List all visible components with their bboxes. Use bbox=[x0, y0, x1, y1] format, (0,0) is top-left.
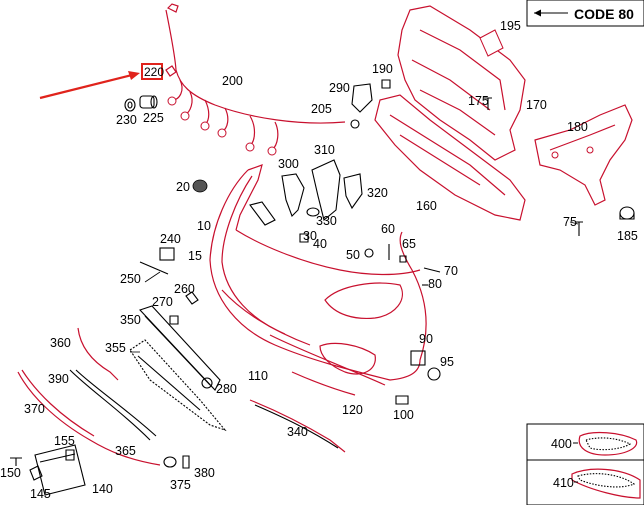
callout-390: 390 bbox=[48, 372, 69, 386]
callout-290: 290 bbox=[329, 81, 350, 95]
center-small-parts bbox=[249, 201, 441, 405]
callout-160: 160 bbox=[416, 199, 437, 213]
callout-195: 195 bbox=[500, 19, 521, 33]
callout-100: 100 bbox=[393, 408, 414, 422]
callout-65: 65 bbox=[402, 237, 416, 251]
callout-labels: 195 190 200 290 175 170 205 230 225 180 … bbox=[0, 19, 638, 501]
callout-410: 410 bbox=[553, 476, 574, 490]
callout-175: 175 bbox=[468, 94, 489, 108]
callout-330: 330 bbox=[316, 214, 337, 228]
grommet-parts bbox=[124, 95, 158, 112]
callout-30: 30 bbox=[303, 229, 317, 243]
callout-270: 270 bbox=[152, 295, 173, 309]
callout-145: 145 bbox=[30, 487, 51, 501]
clip-parts-right bbox=[575, 206, 635, 236]
callout-15: 15 bbox=[188, 249, 202, 263]
callout-320: 320 bbox=[367, 186, 388, 200]
callout-375: 375 bbox=[170, 478, 191, 492]
callout-190: 190 bbox=[372, 62, 393, 76]
callout-220: 220 bbox=[144, 65, 164, 79]
code-box: CODE 80 bbox=[526, 0, 644, 27]
callout-110: 110 bbox=[248, 369, 268, 383]
leader-lines bbox=[130, 221, 579, 353]
callout-340: 340 bbox=[287, 425, 308, 439]
callout-170: 170 bbox=[526, 98, 547, 112]
callout-150: 150 bbox=[0, 466, 21, 480]
callout-230: 230 bbox=[116, 113, 137, 127]
callout-200: 200 bbox=[222, 74, 243, 88]
callout-70: 70 bbox=[444, 264, 458, 278]
callout-250: 250 bbox=[120, 272, 141, 286]
callout-180: 180 bbox=[567, 120, 588, 134]
callout-355: 355 bbox=[105, 341, 126, 355]
screw-145 bbox=[10, 457, 43, 481]
callout-95: 95 bbox=[440, 355, 454, 369]
brackets-middle bbox=[281, 159, 363, 221]
side-bracket-180 bbox=[534, 104, 633, 206]
grilles bbox=[129, 305, 227, 432]
callout-240: 240 bbox=[160, 232, 181, 246]
callout-80: 80 bbox=[428, 277, 442, 291]
callout-360: 360 bbox=[50, 336, 71, 350]
callout-20: 20 bbox=[176, 180, 190, 194]
trim-strips bbox=[17, 327, 161, 466]
callout-370: 370 bbox=[24, 402, 45, 416]
callout-90: 90 bbox=[419, 332, 433, 346]
callout-300: 300 bbox=[278, 157, 299, 171]
bumper-cover bbox=[209, 164, 427, 386]
code-label: CODE 80 bbox=[574, 6, 634, 22]
callout-40: 40 bbox=[313, 237, 327, 251]
callout-400: 400 bbox=[551, 437, 572, 451]
callout-50: 50 bbox=[346, 248, 360, 262]
small-parts-top bbox=[350, 79, 492, 129]
callout-350: 350 bbox=[120, 313, 141, 327]
small-parts-bottom bbox=[163, 455, 190, 469]
callout-225: 225 bbox=[143, 111, 164, 125]
callout-120: 120 bbox=[342, 403, 363, 417]
inset-box bbox=[526, 423, 644, 505]
callout-260: 260 bbox=[174, 282, 195, 296]
callout-75: 75 bbox=[563, 215, 577, 229]
callout-185: 185 bbox=[617, 229, 638, 243]
left-small-parts bbox=[139, 179, 213, 389]
callout-155: 155 bbox=[54, 434, 75, 448]
callout-280: 280 bbox=[216, 382, 237, 396]
callout-310: 310 bbox=[314, 143, 335, 157]
highlight-callout: 220 bbox=[39, 63, 164, 100]
callout-140: 140 bbox=[92, 482, 113, 496]
callout-10: 10 bbox=[197, 219, 211, 233]
callout-205: 205 bbox=[311, 102, 332, 116]
upper-carrier bbox=[374, 5, 526, 221]
callout-365: 365 bbox=[115, 444, 136, 458]
lower-strips bbox=[249, 371, 356, 453]
wiring-harness bbox=[165, 3, 346, 156]
callout-380: 380 bbox=[194, 466, 215, 480]
callout-60: 60 bbox=[381, 222, 395, 236]
plate-bracket bbox=[34, 444, 86, 496]
